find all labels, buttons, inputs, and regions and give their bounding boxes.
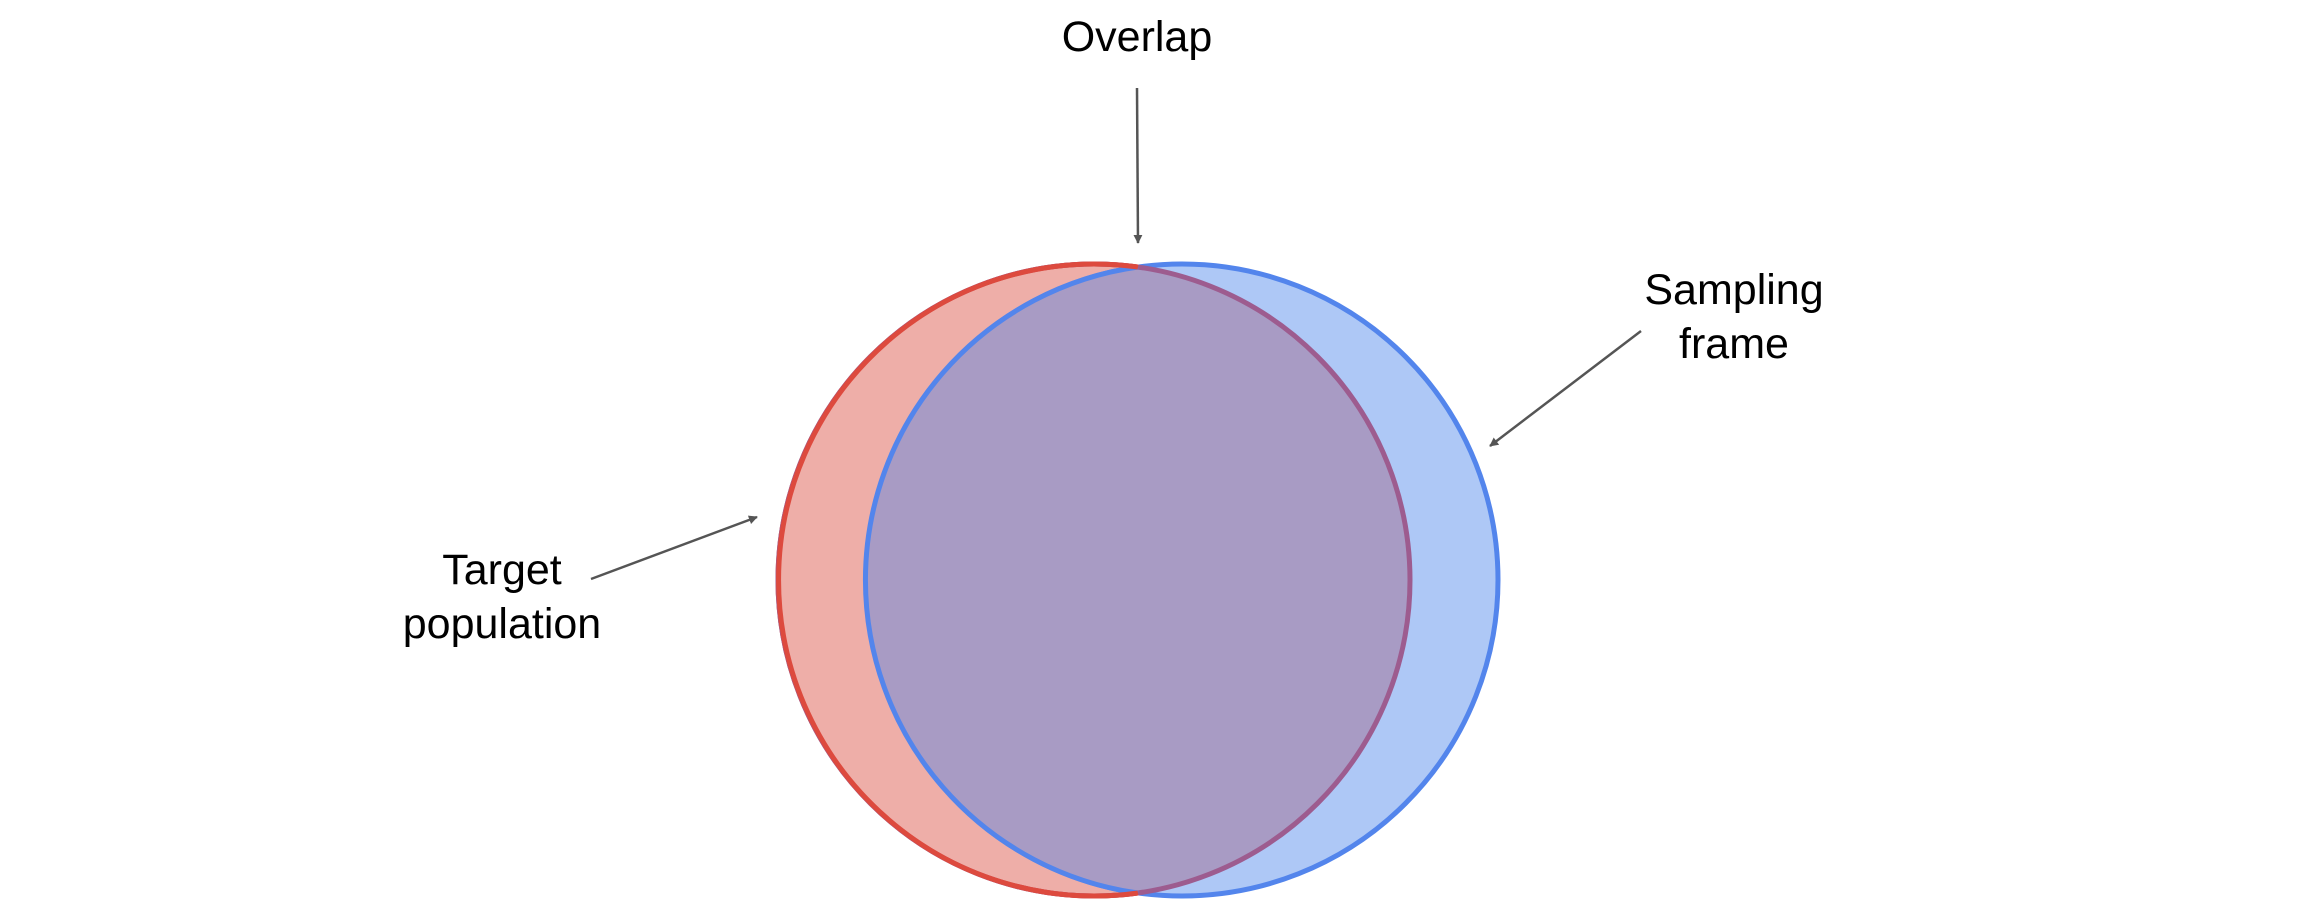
overlap-label: Overlap bbox=[1062, 13, 1213, 61]
target-population-left-outline bbox=[776, 261, 1139, 899]
sampling-frame-label-line1: Sampling bbox=[1644, 266, 1823, 314]
target-population-label-line2: population bbox=[403, 600, 601, 648]
sampling-frame-arrow bbox=[1489, 330, 1642, 447]
sampling-frame-left-outline bbox=[862, 264, 1139, 896]
target-population-arrow bbox=[590, 515, 758, 581]
sampling-frame-label-line2: frame bbox=[1679, 320, 1789, 368]
overlap-arrow bbox=[1133, 87, 1143, 244]
overlap-region bbox=[866, 264, 1410, 896]
target-population-label-line1: Target bbox=[442, 546, 562, 594]
